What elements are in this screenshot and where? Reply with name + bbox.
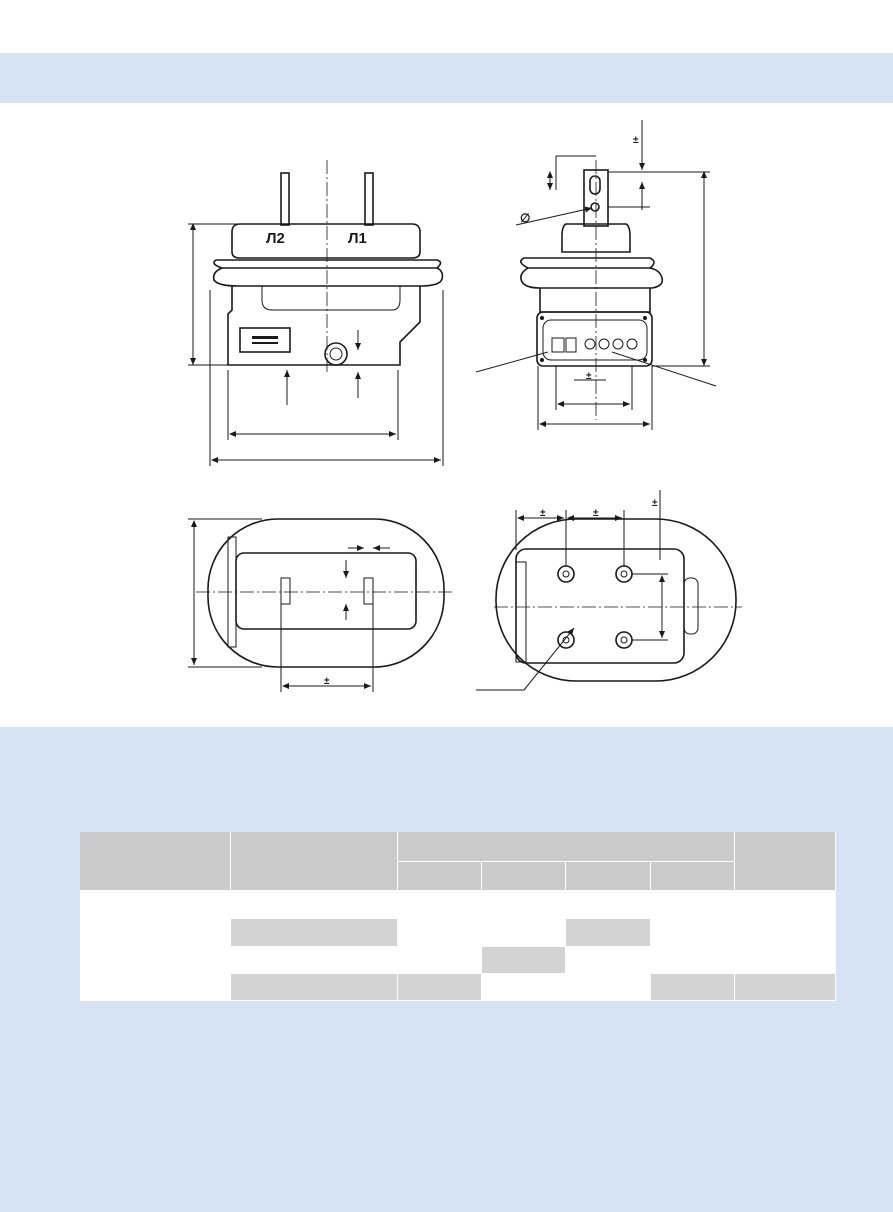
nameplate: [239, 327, 291, 353]
table-cell: [231, 947, 398, 974]
tolerance-symbol-box: ±: [586, 371, 592, 382]
ground-bolt: [324, 342, 348, 366]
table-header-cell: [80, 832, 231, 891]
table-cell: [80, 891, 231, 1001]
terminal-l2-post: [280, 172, 290, 226]
table-subheader-cell: [398, 862, 482, 891]
top-view-drawing: ±: [188, 518, 452, 692]
bottom-view-drawing: ± ± ±: [476, 490, 742, 691]
tolerance-symbol-bottom-2: ±: [593, 508, 599, 519]
terminal-l1-label: Л1: [348, 230, 367, 247]
top-color-band: [0, 53, 893, 103]
table-cell: [398, 974, 482, 1001]
table-cell: [566, 947, 651, 1001]
front-view-drawing: Л2 Л1: [188, 160, 444, 466]
tolerance-symbol-bottom-3: ±: [652, 498, 658, 509]
table-cell: [231, 974, 398, 1001]
primary-terminal-plate: [583, 169, 609, 227]
lower-color-band: [0, 727, 893, 1212]
table-header-cell: [735, 832, 836, 891]
technical-drawing-area: Л2 Л1: [0, 103, 893, 727]
table-cell: [482, 947, 566, 974]
table-subheader-cell: [566, 862, 651, 891]
terminal-box: [536, 311, 653, 367]
table-subheader-cell: [651, 862, 735, 891]
table-cell: [231, 919, 398, 947]
tolerance-symbol-bottom-1: ±: [540, 508, 546, 519]
table-cell: [735, 891, 836, 974]
terminal-l1-post: [364, 172, 374, 226]
spec-table: [80, 832, 836, 1001]
side-view-drawing: ∅ ± ±: [475, 120, 717, 430]
tolerance-symbol-top: ±: [324, 676, 330, 687]
transformer-drawings: Л2 Л1: [188, 120, 742, 692]
table-subheader-cell: [482, 862, 566, 891]
tolerance-symbol-side: ±: [633, 135, 639, 146]
table-cell: [566, 919, 651, 947]
table-cell: [482, 891, 566, 947]
table-cell: [482, 974, 566, 1001]
table-cell: [651, 974, 735, 1001]
table-cell: [231, 891, 398, 919]
table-cell: [398, 891, 482, 974]
table-cell: [735, 974, 836, 1001]
diameter-symbol: ∅: [520, 211, 530, 225]
table-cell: [651, 891, 735, 974]
table-cell: [566, 891, 651, 919]
table-header-group-cell: [398, 832, 735, 862]
table-header-cell: [231, 832, 398, 891]
terminal-l2-label: Л2: [266, 230, 285, 247]
